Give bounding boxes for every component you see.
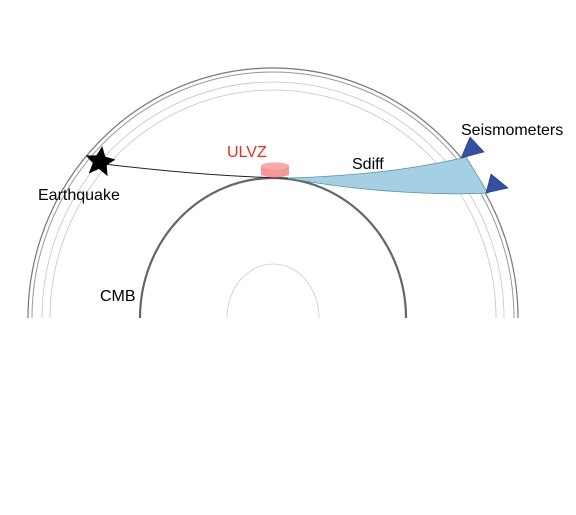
seismometer-triangle-icon bbox=[485, 173, 509, 194]
ray-path bbox=[103, 163, 289, 179]
mantle-line-2 bbox=[49, 89, 497, 319]
cmb-boundary bbox=[138, 176, 408, 319]
seismometer-triangle-icon bbox=[460, 136, 485, 159]
seismometers-label: Seismometers bbox=[461, 122, 563, 139]
earth-surface-outer bbox=[27, 67, 519, 319]
cmb-label: CMB bbox=[100, 288, 136, 305]
earthquake-label: Earthquake bbox=[38, 187, 120, 204]
ulvz-shape bbox=[261, 162, 289, 178]
earth-surface-inner bbox=[31, 71, 515, 319]
earthquake-star-icon bbox=[85, 146, 116, 177]
mantle-line-1 bbox=[41, 81, 505, 319]
sdiff-label: Sdiff bbox=[352, 156, 384, 173]
sdiff-wavefront-fill bbox=[287, 156, 489, 195]
ulvz-label: ULVZ bbox=[227, 144, 267, 161]
inner-core-boundary bbox=[226, 263, 320, 319]
